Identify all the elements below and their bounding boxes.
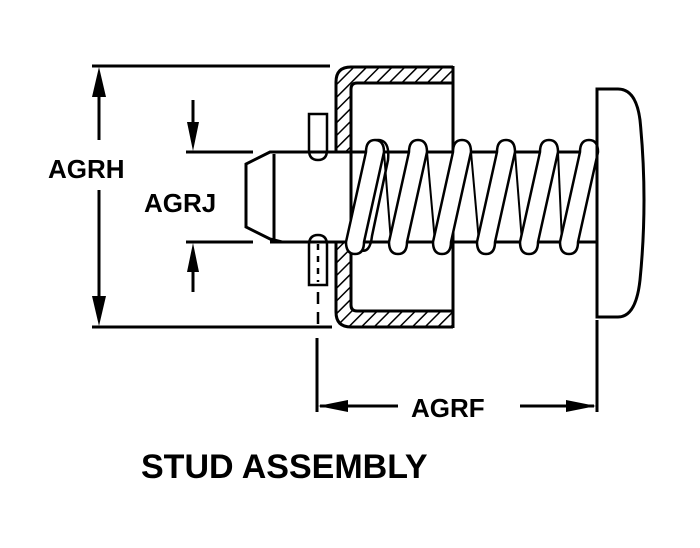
agrh-label: AGRH xyxy=(48,154,125,184)
tip-chamfer xyxy=(244,150,283,244)
retaining-pin xyxy=(307,112,329,326)
spring-coil xyxy=(558,138,600,256)
spring-coil xyxy=(344,138,386,256)
agrf-arrow-right-icon xyxy=(566,400,596,412)
pin-top xyxy=(307,112,329,162)
agrf-dimension xyxy=(315,320,599,412)
agrh-dimension xyxy=(92,64,332,329)
agrj-dimension xyxy=(186,100,253,292)
spring-coil xyxy=(518,138,560,256)
spring-coil xyxy=(387,138,429,256)
cap-outer-top xyxy=(334,65,453,151)
cap-inner xyxy=(349,81,453,313)
spring-back-wire xyxy=(470,151,480,243)
screw-head xyxy=(595,87,646,319)
agrh-arrow-up-icon xyxy=(92,67,106,97)
drawing-title: STUD ASSEMBLY xyxy=(141,448,428,486)
agrf-label: AGRF xyxy=(411,393,485,423)
spring-coil xyxy=(475,138,517,256)
spring-back-wire xyxy=(383,151,392,243)
agrf-arrow-left-icon xyxy=(318,400,348,412)
spring-back-wire xyxy=(426,151,436,243)
spring-coil xyxy=(431,138,473,256)
agrj-arrow-up-icon xyxy=(187,243,199,272)
agrh-arrow-down-icon xyxy=(92,296,106,326)
agrj-arrow-down-icon xyxy=(187,122,199,151)
spring-back-wire xyxy=(514,151,523,243)
cap-outer-bottom xyxy=(334,243,453,329)
spring-back-wire xyxy=(557,151,563,243)
agrj-label: AGRJ xyxy=(144,188,216,218)
stud-tip xyxy=(244,150,283,244)
cap-housing xyxy=(334,65,455,329)
pin-bottom xyxy=(307,233,329,287)
spring-coils xyxy=(344,138,600,256)
